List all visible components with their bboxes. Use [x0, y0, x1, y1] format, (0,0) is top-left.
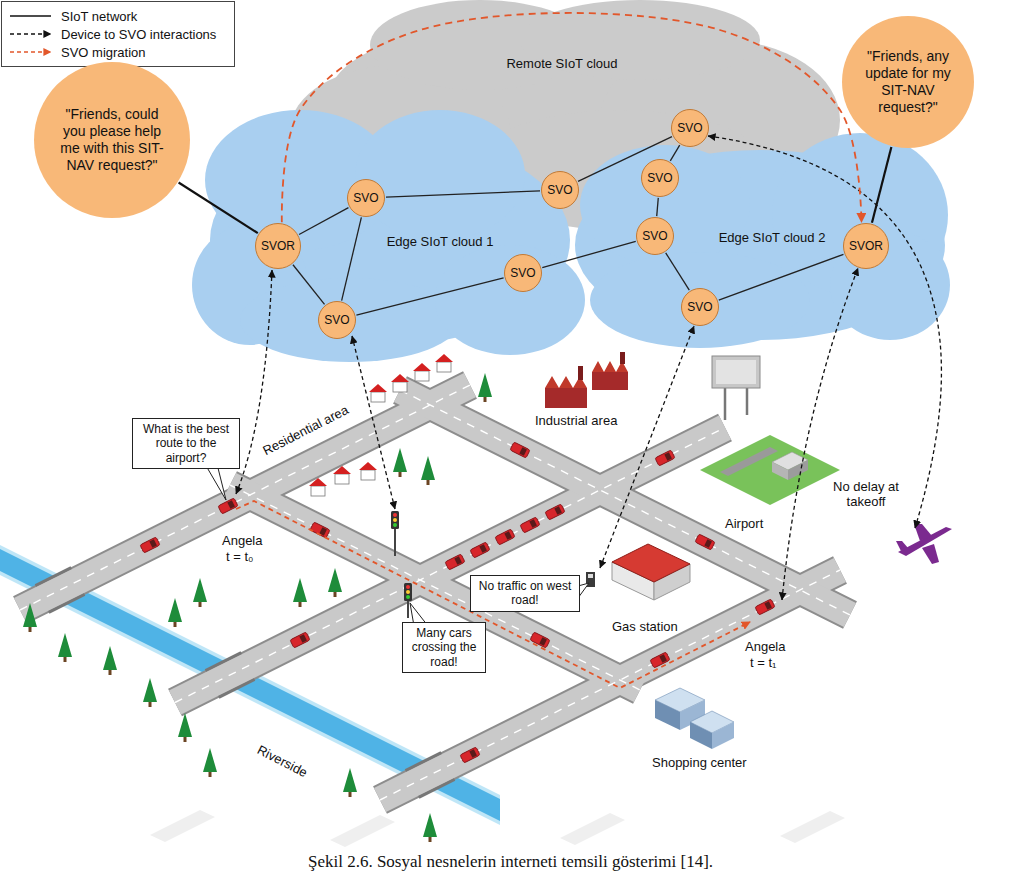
svor-node: SVOR [843, 223, 889, 269]
legend-line [10, 51, 51, 53]
svo-node: SVO [541, 171, 579, 209]
node-label: SVO [319, 313, 355, 327]
area-label: Industrial area [535, 414, 617, 429]
callout-text: What is the best route to the airport? [137, 422, 235, 465]
legend-text: SIoT network [61, 9, 137, 24]
shopping-center [655, 688, 734, 749]
legend-text: Device to SVO interactions [61, 27, 216, 42]
legend-row: SIoT network [8, 7, 228, 25]
callout-box: What is the best route to the airport? [132, 418, 240, 469]
traffic-lights [391, 511, 412, 618]
label-holder: Angela [222, 534, 262, 549]
airplane [896, 524, 952, 564]
cloud-lobe [580, 145, 750, 265]
cloud-label: Edge SIoT cloud 2 [719, 230, 826, 246]
svo-node: SVO [504, 254, 542, 292]
callout-text: Many cars crossing the road! [407, 626, 481, 669]
cloud-label: Edge SIoT cloud 1 [387, 234, 494, 250]
label-holder: Gas station [612, 620, 678, 635]
cloud-shape [190, 95, 600, 365]
node-label: SVO [672, 121, 708, 135]
callout-text: No traffic on west road! [475, 579, 575, 608]
bubble-text: "Friends, any update for my SIT-NAV requ… [858, 48, 958, 115]
trees [23, 373, 492, 842]
note-label: No delay at takeoff [826, 480, 906, 510]
legend-text: SVO migration [61, 45, 146, 60]
caption-area: Şekil 2.6. Sosyal nesnelerin interneti t… [0, 852, 1021, 872]
gas-station [586, 544, 690, 600]
time-label: t = t₁ [750, 656, 776, 671]
place-label: Gas station [612, 620, 678, 635]
area-label: Riverside [254, 743, 309, 781]
label-holder: t = t₁ [750, 656, 776, 671]
cloud-lobe [240, 278, 460, 362]
cloud-label: Remote SIoT cloud [506, 56, 617, 72]
svo-node: SVO [347, 179, 385, 217]
node-label: SVO [505, 266, 541, 280]
label-holder: Industrial area [535, 414, 617, 429]
factories [545, 352, 628, 408]
node-label: SVO [682, 300, 718, 314]
node-label: SVO [642, 171, 678, 185]
person-label: Angela [222, 534, 262, 549]
node-label: SVOR [844, 239, 888, 253]
node-label: SVOR [256, 239, 300, 253]
device-link [600, 326, 694, 568]
label-holder: t = t₀ [226, 550, 253, 565]
legend-sample [8, 28, 54, 40]
legend-row: SVO migration [8, 43, 228, 61]
person-label: Angela [745, 640, 785, 655]
cloud-lobe [435, 245, 585, 355]
node-label: SVO [542, 183, 578, 197]
label-holder: Airport [725, 517, 763, 532]
legend-line [10, 15, 51, 17]
airport [700, 435, 840, 505]
node-label: SVO [348, 191, 384, 205]
bridge-rails [35, 568, 454, 798]
speech-bubble: "Friends, any update for my SIT-NAV requ… [842, 16, 974, 148]
legend-row: Device to SVO interactions [8, 25, 228, 43]
cloud-lobe [355, 110, 525, 240]
legend-sample [8, 10, 54, 22]
route-path [236, 501, 750, 688]
cloud-region: Edge SIoT cloud 1 SVOR SVO SVO SVO [190, 95, 600, 365]
svo-node: SVO [671, 109, 709, 147]
callout-box: Many cars crossing the road! [402, 622, 486, 673]
svor-node: SVOR [255, 223, 301, 269]
svo-node: SVO [641, 159, 679, 197]
legend-box: SIoT networkDevice to SVO interactionsSV… [1, 1, 235, 67]
place-label: Airport [725, 517, 763, 532]
callout-box: No traffic on west road! [470, 575, 580, 612]
bubble-text: "Friends, could you please help me with … [55, 106, 170, 173]
callout-tails [198, 452, 589, 626]
label-holder: Shopping center [652, 756, 747, 771]
speech-bubble: "Friends, could you please help me with … [34, 62, 190, 218]
svo-node: SVO [318, 301, 356, 339]
cloud-region: Edge SIoT cloud 2 SVO SVO SVO SVOR [560, 120, 960, 355]
time-label: t = t₀ [226, 550, 253, 565]
cars [140, 442, 775, 763]
road-network [20, 385, 850, 800]
legend-line [10, 33, 51, 35]
legend-sample [8, 46, 54, 58]
svo-node: SVO [636, 217, 674, 255]
label-holder: Riverside [254, 743, 309, 781]
node-label: SVO [637, 229, 673, 243]
figure-caption: Şekil 2.6. Sosyal nesnelerin interneti t… [0, 852, 1021, 872]
device-link [352, 336, 395, 509]
svo-node: SVO [681, 288, 719, 326]
place-label: Shopping center [652, 756, 747, 771]
billboard [712, 356, 760, 420]
cloud-lobe [590, 252, 810, 348]
label-holder: No delay at takeoff [826, 480, 906, 510]
label-holder: Angela [745, 640, 785, 655]
